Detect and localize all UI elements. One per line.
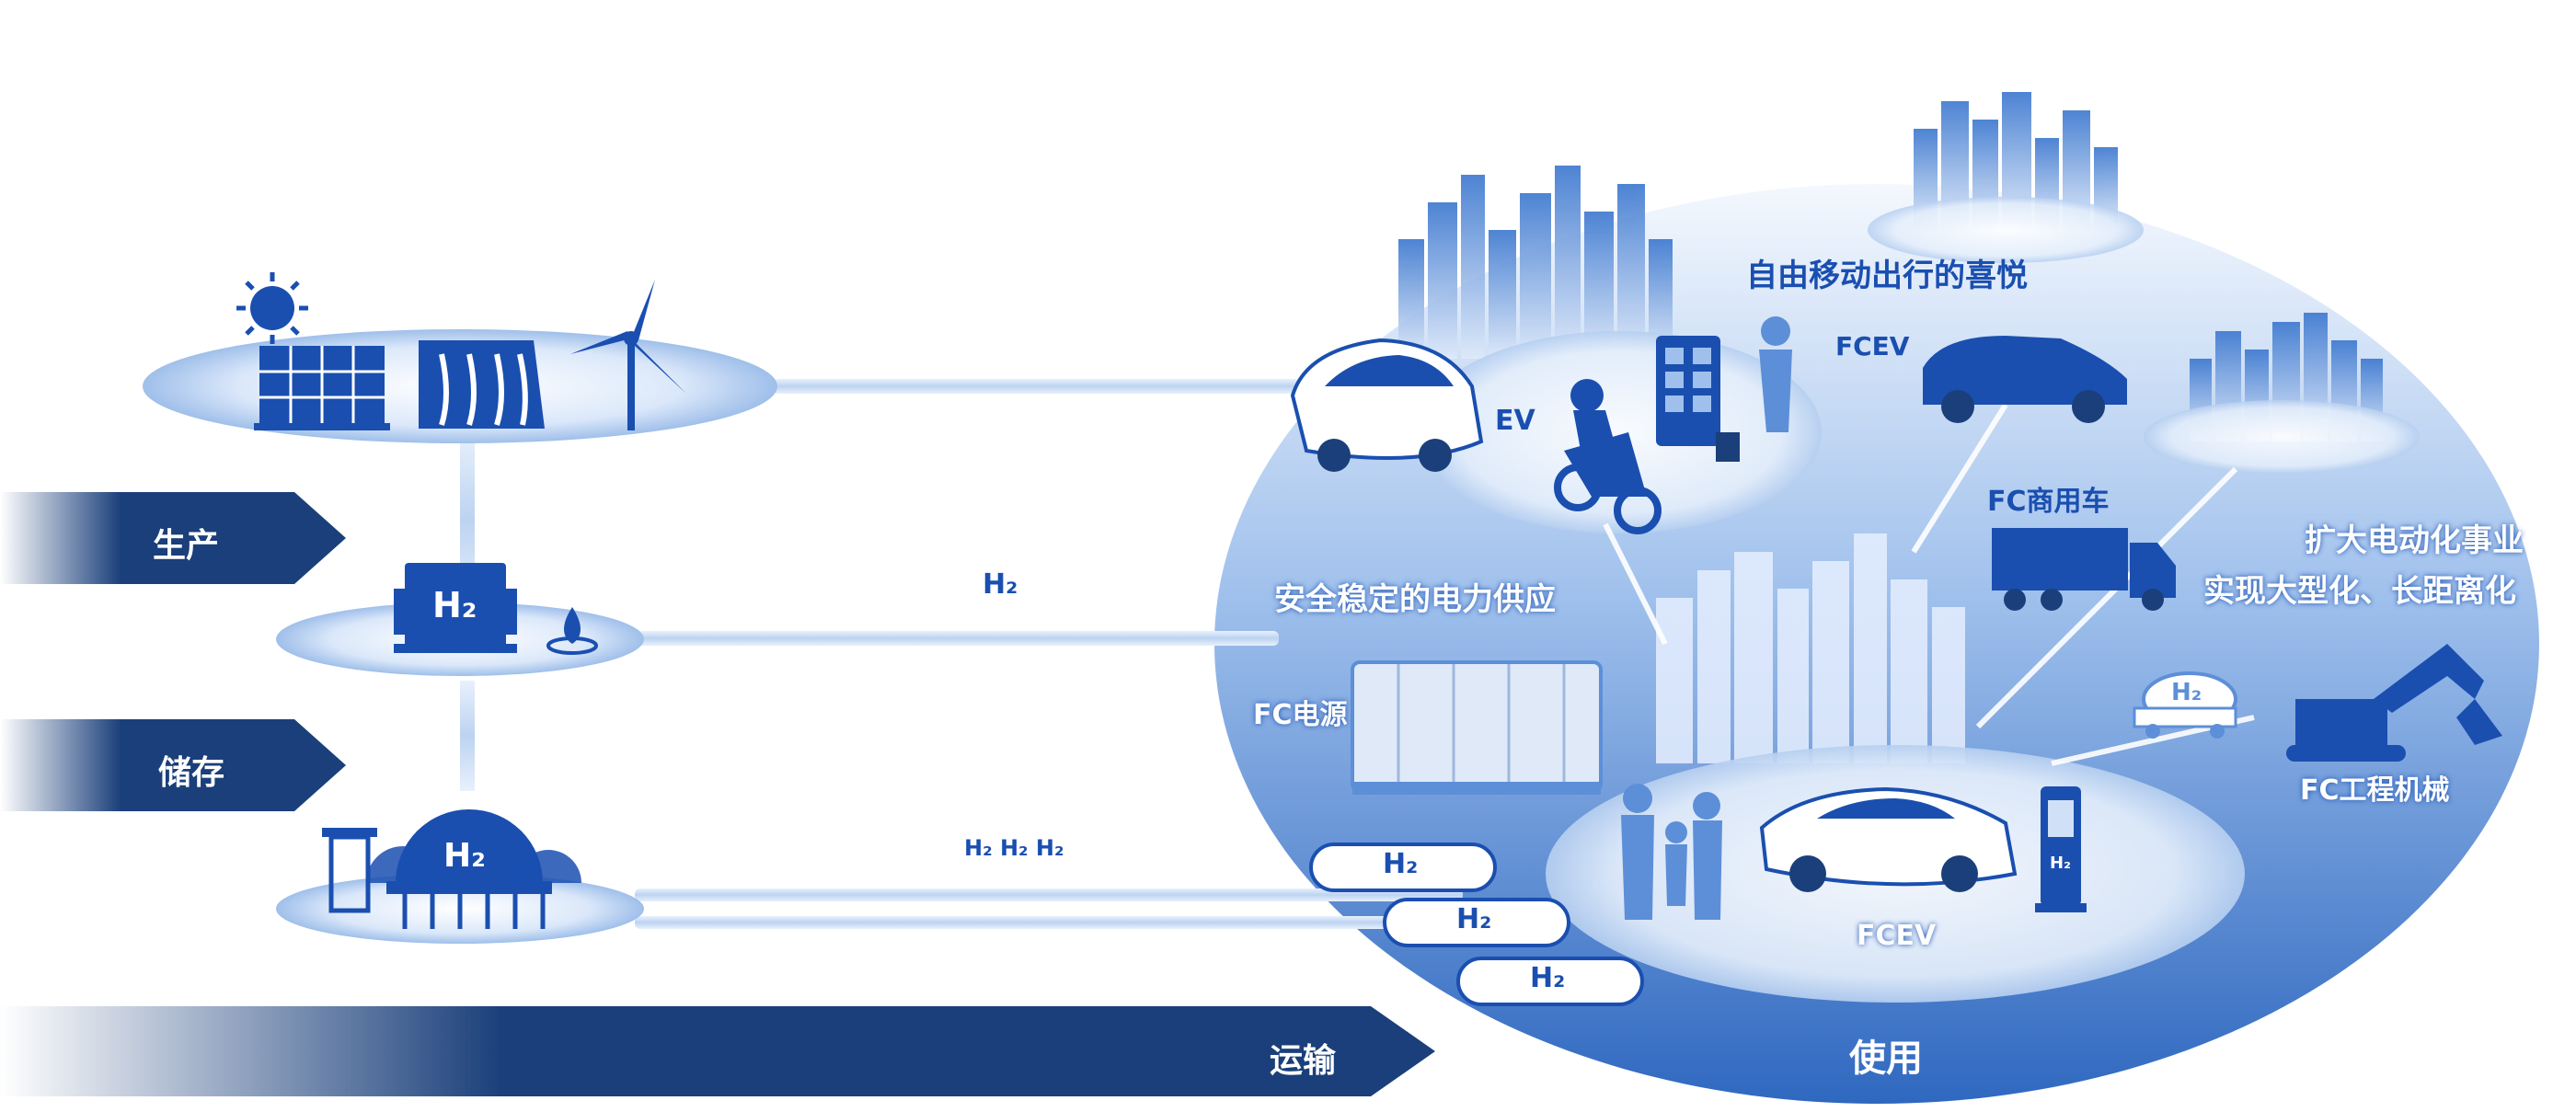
wind-turbine-icon [570,280,686,430]
top-city-disc [1868,197,2144,263]
tank-h2-label: H₂ [432,585,477,625]
h2-trailers [1309,843,1644,1006]
pipe-vertical-2 [460,681,475,791]
trailer-2-h2-label: H₂ [1456,903,1492,935]
battery-station-icon [1656,336,1740,462]
stage-storage-label: 储存 [158,754,225,792]
pipelines [460,379,1463,929]
fc-power-label: FC电源 [1253,699,1348,731]
freedom-label: 自由移动出行的喜悦 [1746,258,2028,294]
mixer-h2-label: H₂ [2171,679,2202,706]
fcev-bottom-label: FCEV [1857,920,1937,952]
fc-machinery-label: FC工程机械 [2300,774,2450,807]
scooter-icon [1554,379,1662,534]
sun-icon [236,272,308,344]
ev-car-icon [1290,338,1484,472]
pipeline-bottom-2 [635,916,1463,929]
hydrogen-tank-icon [394,563,517,653]
right-city-disc [2144,400,2420,474]
pipeline-middle [635,631,1279,646]
h2-trailer-3 [1456,957,1644,1006]
trailer-1-h2-label: H₂ [1383,848,1419,880]
power-supply-label: 安全稳定的电力供应 [1274,581,1556,618]
storage-dome-icon [322,809,581,929]
h2-trailer-1 [1309,843,1497,892]
h2-trailer-2 [1383,898,1570,947]
connector-lines [1603,403,2255,766]
dome-h2-label: H₂ [443,837,486,875]
excavator-icon [2286,644,2502,762]
fc-commercial-label: FC商用车 [1987,486,2110,518]
fcev-sedan-icon [1759,786,2018,892]
arrow-storage [0,719,346,811]
fcev-top-label: FCEV [1835,331,1910,361]
dam-icon [419,340,545,429]
arrow-production [0,492,346,584]
stage-transport-label: 运输 [1270,1042,1337,1080]
water-drop-icon [546,607,598,655]
expand-label: 扩大电动化事业 [2305,522,2524,559]
trailer-3-h2-label: H₂ [1530,962,1566,994]
stage-production-label: 生产 [153,527,220,565]
pump-h2-label: H₂ [2050,854,2071,873]
pipeline-bottom-1 [635,888,1463,901]
city-skyline-center [1656,533,1965,763]
solar-panel-icon [254,346,390,430]
fcev-suv-icon [1923,336,2127,423]
fc-truck-icon [1992,528,2176,611]
person-icon [1759,316,1792,432]
city-skyline-left [1398,166,1673,359]
fc-power-container-icon [1351,660,1603,795]
large-long-label: 实现大型化、长距离化 [2203,573,2516,610]
pipeline-top [773,379,1343,394]
h2-pump-icon [2035,786,2087,912]
family-icon [1621,784,1722,920]
mixer-truck-icon [2133,671,2237,739]
pipeline-h2-multi-label: H₂ H₂ H₂ [964,835,1064,861]
stage-usage-label: 使用 [1849,1037,1923,1080]
ev-label: EV [1495,405,1535,437]
arrow-transport [0,1006,1435,1096]
pipeline-h2-label: H₂ [983,568,1018,601]
